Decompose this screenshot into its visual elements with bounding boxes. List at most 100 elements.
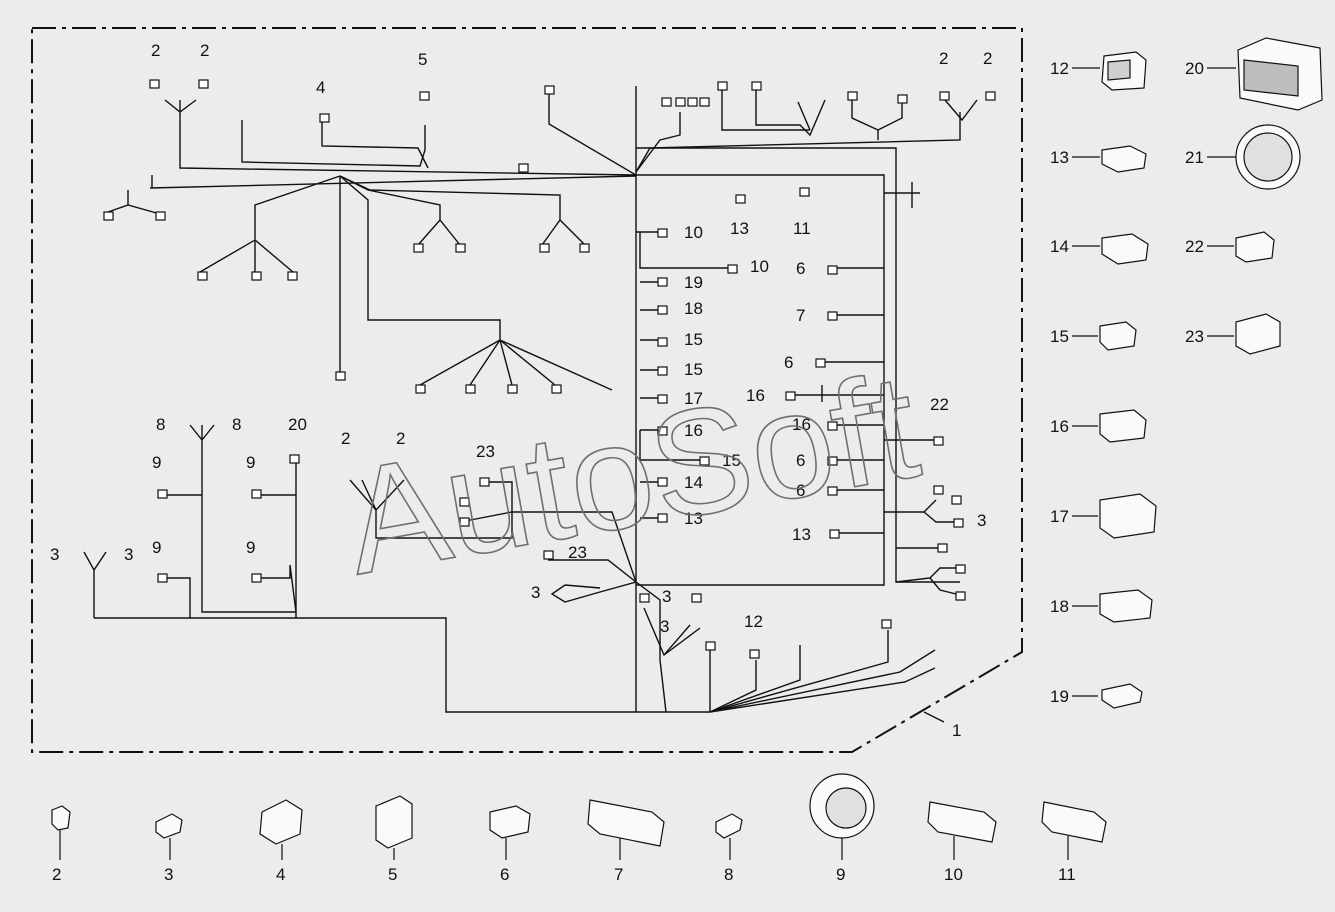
wire-connector-icon [251, 489, 262, 499]
wire-connector-icon [319, 113, 330, 123]
part-20-label: 20 [1185, 59, 1204, 78]
wire-connector-icon [251, 271, 262, 281]
part-label: 11 [1058, 865, 1076, 884]
callout-number: 6 [796, 451, 805, 470]
callout-number: 16 [684, 421, 703, 440]
part-18-label: 18 [1050, 597, 1069, 616]
callout-number: 20 [288, 415, 307, 434]
wire-connector-icon [939, 91, 950, 101]
callout-number: 16 [792, 415, 811, 434]
connector-15-icon [1099, 321, 1137, 351]
callout-number: 3 [50, 545, 59, 564]
connector-16-icon [1099, 409, 1147, 443]
part-14-label: 14 [1050, 237, 1069, 256]
wire-connector-icon [459, 497, 470, 507]
callout-number: 13 [792, 525, 811, 544]
wire-connector-icon [937, 543, 948, 553]
connector-3-icon [155, 813, 183, 839]
wire-connector-icon [829, 529, 840, 539]
wire-connector-icon [657, 513, 668, 523]
wire-connector-icon [551, 384, 562, 394]
wire-connector-icon [455, 243, 466, 253]
connector-6-icon [489, 805, 531, 839]
harness-outline [31, 27, 1023, 753]
part-19-label: 19 [1050, 687, 1069, 706]
connector-18-icon [1099, 589, 1153, 623]
wire-connector-icon [799, 187, 810, 197]
callout-number: 4 [316, 78, 325, 97]
part-17: 17 [1050, 493, 1157, 539]
part-label: 10 [944, 865, 963, 884]
part-19: 19 [1050, 683, 1143, 709]
wire-connector-icon [699, 97, 710, 107]
bottom-parts-row [51, 773, 1107, 860]
connector-19-icon [1101, 683, 1143, 709]
wire-connector-icon [657, 228, 668, 238]
callout-number: 9 [152, 538, 161, 557]
part-20: 20 [1185, 37, 1323, 111]
callout-number: 12 [744, 612, 763, 631]
wire-connector-icon [149, 79, 160, 89]
callout-number: 22 [930, 395, 949, 414]
part-22: 22 [1185, 231, 1275, 263]
wire-connector-icon [415, 384, 426, 394]
wire-connector-icon [197, 271, 208, 281]
part-18: 18 [1050, 589, 1153, 623]
wire-connector-icon [479, 477, 490, 487]
wire-connector-icon [933, 485, 944, 495]
bottom-parts-labels: 2 3 4 5 6 7 8 9 10 11 [52, 865, 1076, 884]
connector-17-icon [1099, 493, 1157, 539]
connector-5-icon [375, 795, 413, 849]
connector-2-icon [51, 805, 71, 831]
callout-number: 17 [684, 389, 703, 408]
part-12-label: 12 [1050, 59, 1069, 78]
wire-connector-icon [815, 358, 826, 368]
callout-number: 13 [730, 219, 749, 238]
wire-connector-icon [335, 371, 346, 381]
wire-connector-icon [827, 421, 838, 431]
wire-connector-icon [251, 573, 262, 583]
wire-connector-icon [518, 163, 529, 173]
wire-connector-icon [657, 277, 668, 287]
callout-number: 9 [246, 538, 255, 557]
wire-connector-icon [955, 564, 966, 574]
part-16-label: 16 [1050, 417, 1069, 436]
wire-connector-icon [103, 211, 114, 221]
wire-connector-icon [705, 641, 716, 651]
callout-number: 2 [939, 49, 948, 68]
wire-connector-icon [933, 436, 944, 446]
wire-connector-icon [657, 305, 668, 315]
wire-connector-icon [953, 518, 964, 528]
part-label: 5 [388, 865, 397, 884]
connector-14-icon [1101, 233, 1149, 265]
callout-number: 7 [796, 306, 805, 325]
callout-number: 16 [746, 386, 765, 405]
connector-22-icon [1235, 231, 1275, 263]
right-parts-column: 12 20 13 21 14 22 [1050, 37, 1323, 709]
callout-number: 5 [418, 50, 427, 69]
callout-number: 9 [152, 453, 161, 472]
callout-number: 23 [476, 442, 495, 461]
callout-number: 13 [684, 509, 703, 528]
callout-number: 2 [200, 41, 209, 60]
callout-number: 6 [796, 259, 805, 278]
wire-connector-icon [657, 477, 668, 487]
wire-connector-icon [675, 97, 686, 107]
part-label: 9 [836, 865, 845, 884]
callout-number: 19 [684, 273, 703, 292]
wire-connector-icon [691, 593, 702, 603]
callout-number: 9 [246, 453, 255, 472]
part-14: 14 [1050, 233, 1149, 265]
wire-connector-icon [881, 619, 892, 629]
callout-number: 10 [684, 223, 703, 242]
wire-connector-icon [951, 495, 962, 505]
callout-number: 2 [983, 49, 992, 68]
callout-number: 11 [793, 219, 811, 238]
part-13-label: 13 [1050, 148, 1069, 167]
callout-number: 15 [684, 330, 703, 349]
callout-number: 6 [784, 353, 793, 372]
wire-lines [83, 86, 978, 723]
callout-number: 6 [796, 481, 805, 500]
